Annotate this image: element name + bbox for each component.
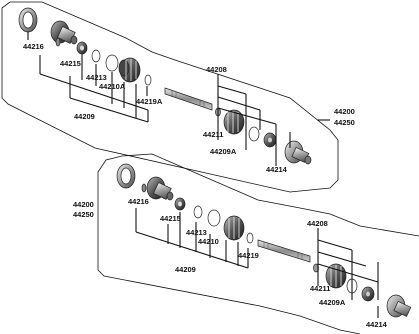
upper-label-44250: 44250 <box>334 118 355 127</box>
lower-label-44200: 44200 <box>73 200 94 209</box>
lower-label-44219: 44219 <box>238 251 259 260</box>
lower-inner-cv-housing <box>386 294 412 318</box>
lower-label-44210: 44210 <box>198 237 219 246</box>
lower-ring-44210 <box>207 209 221 227</box>
upper-label-44200: 44200 <box>334 107 355 116</box>
upper-label-44213: 44213 <box>86 73 107 82</box>
upper-tripod-bearing <box>263 132 277 148</box>
lower-frame-outline <box>97 153 419 237</box>
lower-label-44208: 44208 <box>307 219 328 228</box>
upper-inner-cv-housing <box>284 140 312 165</box>
lower-label-44209: 44209 <box>175 265 196 274</box>
lower-ring-44213 <box>193 205 203 219</box>
lower-boot <box>223 215 245 241</box>
lower-label-44211: 44211 <box>310 284 330 293</box>
upper-label-44211: 44211 <box>203 130 223 139</box>
upper-frame-outline <box>1 1 339 193</box>
upper-boot <box>118 57 141 83</box>
lower-leader-lines <box>135 208 379 318</box>
lower-clamp-44219 <box>246 232 254 244</box>
lower-assembly: 44200 44250 44216 44215 44213 44210 4421… <box>73 153 419 334</box>
lower-label-44216: 44216 <box>128 197 149 206</box>
lower-small-clip <box>141 183 147 193</box>
lower-bearing-44215 <box>174 197 186 211</box>
upper-clamp-44219A <box>144 74 152 86</box>
upper-ring-44213 <box>91 49 101 63</box>
lower-inner-boot <box>325 263 347 289</box>
upper-inner-boot <box>223 109 245 135</box>
upper-small-clip <box>55 37 61 47</box>
upper-leader-lines <box>27 32 330 166</box>
lower-outer-cv-joint <box>146 176 174 201</box>
lower-label-44215: 44215 <box>160 214 181 223</box>
upper-label-44209: 44209 <box>74 112 95 121</box>
upper-outer-cv-joint <box>50 20 78 45</box>
upper-label-44214: 44214 <box>266 165 288 174</box>
upper-label-44208: 44208 <box>206 65 227 74</box>
lower-label-44209A: 44209A <box>319 298 346 307</box>
upper-label-44209A: 44209A <box>210 147 237 156</box>
upper-assembly: 44216 44215 44213 44210A 44219A 44209 44… <box>1 1 355 193</box>
upper-boot-clamp-ring <box>18 7 38 33</box>
upper-ring-44210A <box>105 54 119 72</box>
lower-label-44250: 44250 <box>73 210 94 219</box>
upper-ring-44209A <box>248 126 260 142</box>
upper-label-44219A: 44219A <box>136 97 163 106</box>
upper-label-44216: 44216 <box>23 42 44 51</box>
lower-tripod-bearing <box>361 286 375 302</box>
lower-label-44214: 44214 <box>366 320 388 329</box>
lower-label-44213: 44213 <box>186 228 207 237</box>
upper-bearing-44215 <box>76 41 88 55</box>
lower-boot-clamp-ring <box>116 163 136 189</box>
upper-label-44215: 44215 <box>60 59 81 68</box>
lower-axle-shaft <box>257 239 311 263</box>
upper-label-44210A: 44210A <box>99 82 126 91</box>
upper-axle-shaft <box>164 87 213 111</box>
